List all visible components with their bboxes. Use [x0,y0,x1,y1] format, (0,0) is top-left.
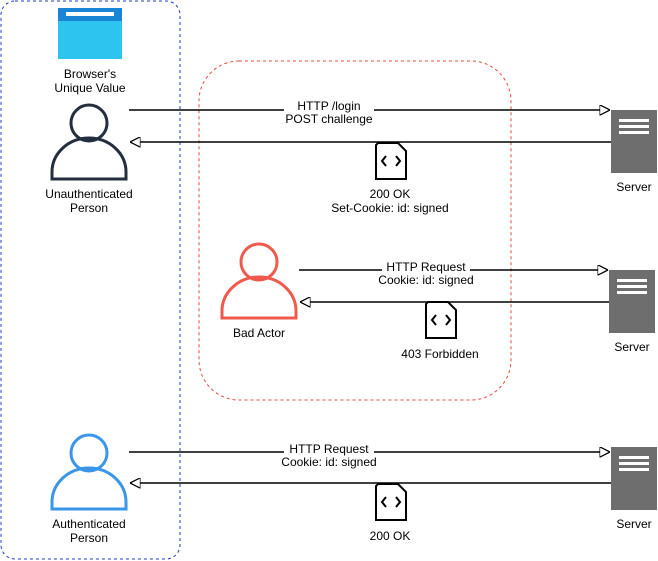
authenticated-person-icon [50,433,128,511]
code-document-icon [375,142,407,180]
login-response-label-line1: 200 OK [370,187,411,201]
login-response-label-line2: Set-Cookie: id: signed [331,201,448,215]
authenticated-person-label-line1: Authenticated [52,517,125,531]
bad-request-label-line1: HTTP Request [386,260,466,274]
server-icon-middle [609,270,655,333]
browser-value-label-line2: Unique Value [54,81,125,95]
bad-actor-icon [220,242,298,320]
bad-actor-zone [198,60,512,401]
code-document-icon [425,301,457,339]
code-document-icon [375,483,407,521]
auth-request-label-line1: HTTP Request [289,442,369,456]
server-label-top: Server [616,180,651,194]
browser-value-label-line1: Browser's [64,67,116,81]
unauthenticated-person-label-line1: Unauthenticated [45,187,132,201]
server-label-bottom: Server [616,517,651,531]
unauthenticated-person-icon [50,103,128,181]
bad-request-label-line2: Cookie: id: signed [378,273,473,287]
auth-response-label: 200 OK [370,529,411,543]
server-label-middle: Server [614,340,649,354]
server-icon-bottom [611,447,657,510]
bad-actor-label: Bad Actor [233,326,285,340]
browser-window-icon [58,8,122,59]
authenticated-person-label-line2: Person [70,531,108,545]
login-request-label-line2: POST challenge [285,112,372,126]
auth-request-label-line2: Cookie: id: signed [281,455,376,469]
server-icon-top [611,110,657,173]
unauthenticated-person-label-line2: Person [70,201,108,215]
bad-response-label: 403 Forbidden [401,347,478,361]
browser-group-boundary [0,0,181,560]
login-request-label-line1: HTTP /login [297,99,360,113]
